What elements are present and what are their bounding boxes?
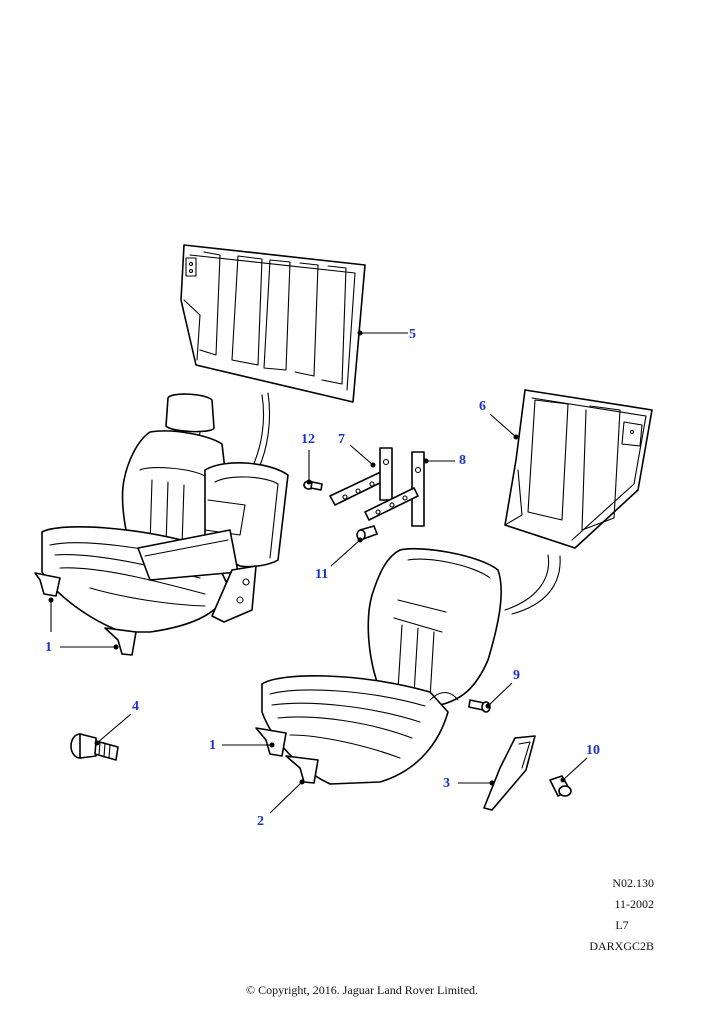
shoulder-bolt-4 bbox=[70, 733, 119, 761]
leader-lines bbox=[48, 330, 588, 814]
callout-4: 4 bbox=[132, 699, 139, 714]
callout-10: 10 bbox=[586, 743, 600, 758]
rear-seat-right bbox=[255, 547, 502, 785]
copyright-notice: © Copyright, 2016. Jaguar Land Rover Lim… bbox=[245, 983, 479, 997]
bush-10 bbox=[549, 775, 572, 797]
callout-1-left: 1 bbox=[45, 640, 52, 655]
callout-7: 7 bbox=[338, 432, 345, 447]
reference-code: N02.130 bbox=[612, 876, 654, 890]
seat-back-panel-6 bbox=[504, 389, 653, 549]
reference-date: 11-2002 bbox=[614, 897, 654, 911]
callout-11: 11 bbox=[315, 567, 329, 582]
callout-2: 2 bbox=[257, 814, 264, 829]
seat-back-panel-5 bbox=[180, 244, 366, 403]
callout-3: 3 bbox=[443, 776, 450, 791]
rear-seat-left bbox=[34, 393, 289, 656]
trim-cover-3 bbox=[483, 735, 536, 811]
stud-11 bbox=[356, 525, 378, 541]
hinge-bracket-7 bbox=[329, 447, 393, 506]
callout-8: 8 bbox=[459, 453, 466, 468]
reference-level: L7 bbox=[615, 918, 629, 932]
callout-5: 5 bbox=[409, 327, 416, 342]
callout-6: 6 bbox=[479, 399, 486, 414]
callout-1-right: 1 bbox=[209, 738, 216, 753]
callout-12: 12 bbox=[301, 432, 315, 447]
reference-id: DARXGC2B bbox=[589, 939, 654, 953]
hinge-bracket-8 bbox=[364, 451, 425, 527]
callout-9: 9 bbox=[513, 668, 520, 683]
